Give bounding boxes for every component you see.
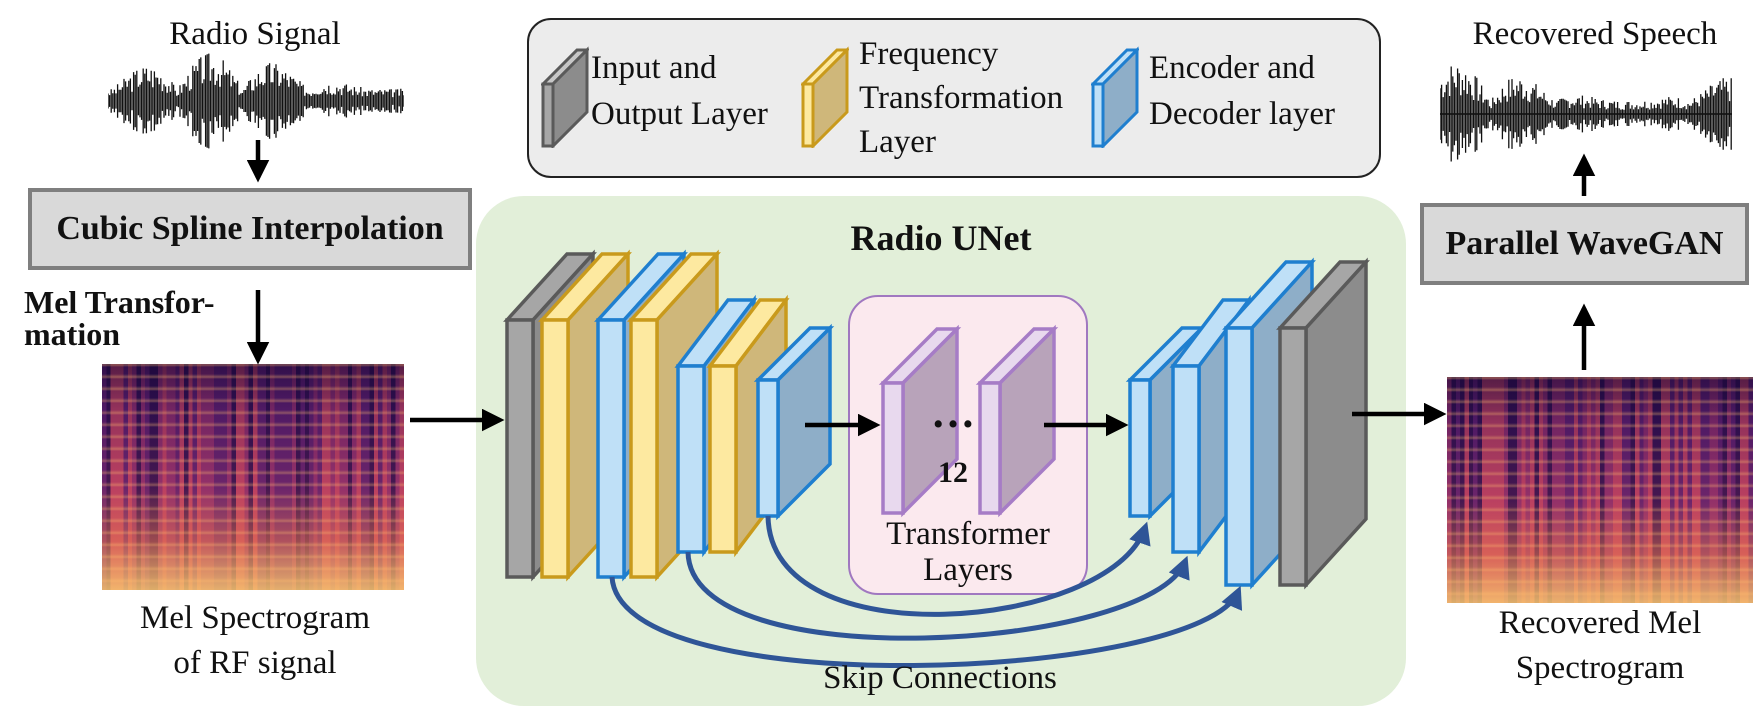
waveform-trace [1440, 66, 1732, 162]
skip-connection-3 [765, 515, 1151, 617]
mel-transformation-label-line1: Mel Transfor- [24, 284, 215, 320]
parallel-wavegan-box: Parallel WaveGAN [1420, 203, 1749, 285]
transformer-repeat-count: 12 [938, 456, 968, 489]
legend-encdec-line2: Decoder layer [1149, 96, 1335, 132]
legend-yellow-layer-icon [801, 46, 849, 148]
input-mel-spectrogram [102, 364, 404, 590]
transformer-layer-2 [975, 324, 1059, 518]
skip-connection-2 [685, 551, 1190, 641]
input-spectrogram-caption-line2: of RF signal [173, 645, 337, 681]
parallel-wavegan-label: Parallel WaveGAN [1445, 225, 1724, 262]
cubic-spline-interpolation-label: Cubic Spline Interpolation [56, 210, 444, 247]
transformer-dots: … [931, 388, 975, 437]
legend-gray-layer-icon [541, 46, 589, 148]
waveform-trace [108, 53, 404, 149]
transformer-layer-1 [878, 324, 962, 518]
legend-io-line2: Output Layer [591, 96, 768, 132]
recovered-speech-label: Recovered Speech [1472, 16, 1718, 52]
legend-freq-line3: Layer [859, 124, 936, 160]
legend-blue-layer-icon [1091, 46, 1139, 148]
recovered-spectrogram-caption-line1: Recovered Mel [1498, 605, 1702, 641]
legend-freq-line1: Frequency [859, 36, 999, 72]
input-spectrogram-caption-line1: Mel Spectrogram [139, 600, 371, 636]
transformer-layers-line1: Transformer [886, 516, 1050, 552]
radio-signal-label: Radio Signal [169, 16, 341, 52]
legend-freq-line2: Transformation [859, 80, 1064, 116]
recovered-spectrogram-caption-line2: Spectrogram [1515, 650, 1685, 686]
transformer-layers-line2: Layers [923, 552, 1013, 588]
skip-connection-1 [609, 576, 1242, 669]
radio-unet-title: Radio UNet [850, 218, 1032, 258]
skip-connections-label: Skip Connections [823, 660, 1057, 696]
recovered-speech-waveform [1440, 66, 1732, 162]
layer-legend: Input and Output Layer Frequency Transfo… [527, 18, 1381, 178]
legend-encdec-line1: Encoder and [1149, 50, 1315, 86]
output-layer [1276, 257, 1370, 590]
legend-io-line1: Input and [591, 50, 717, 86]
recovered-mel-spectrogram [1447, 377, 1753, 603]
radio-signal-waveform [108, 53, 404, 149]
cubic-spline-interpolation-box: Cubic Spline Interpolation [28, 188, 472, 270]
mel-transformation-label-line2: mation [24, 316, 120, 352]
